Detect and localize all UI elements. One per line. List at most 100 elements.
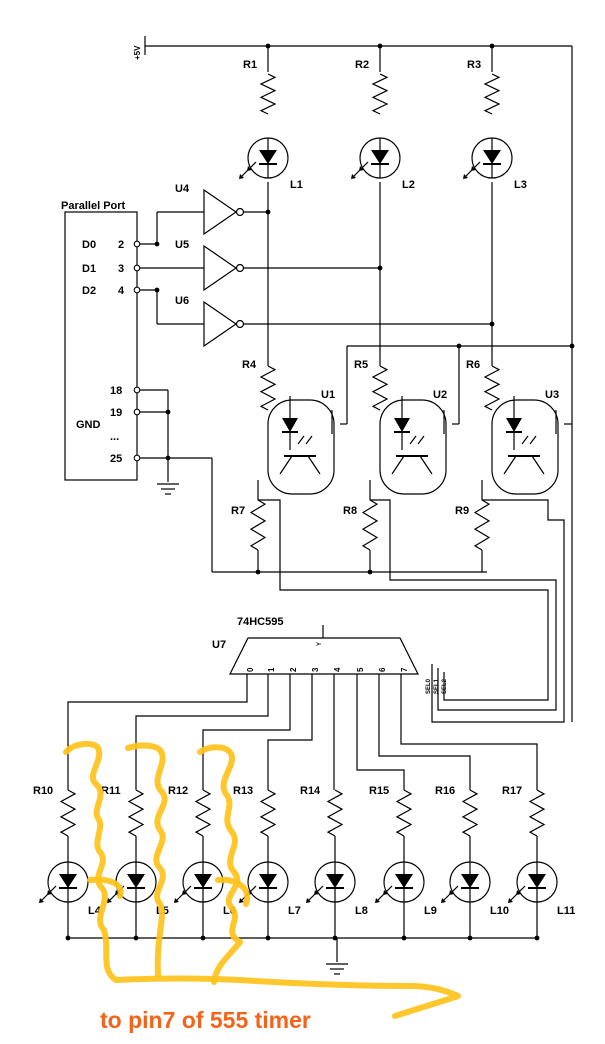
shift-register-output: 0 [246,667,255,672]
resistor-label: R12 [168,785,188,797]
port-pin [133,408,141,416]
junction-dot [489,321,495,327]
shift-register-output: 7 [400,667,409,672]
junction-dot [569,343,575,349]
port-gnd-pin: 19 [110,407,122,419]
resistor-symbol [259,789,277,837]
led-L6 [174,861,224,903]
port-pin-name: D2 [82,285,96,297]
resistor-label: R16 [435,785,455,797]
resistor-symbol [395,789,413,837]
components: +5VR1L1R4U1R7R2L2R5U2R8R3L3R6U3R9U4U5U6P… [33,43,575,975]
led-L2 [351,137,401,179]
junction-dot [367,569,373,575]
resistor-label: R14 [300,785,321,797]
resistor-symbol [259,73,277,115]
inverter-label: U4 [175,183,190,195]
led-L9 [375,861,425,903]
inverter-buffer [203,300,245,348]
port-gnd-pin: 25 [110,453,122,465]
junction-dot [133,935,139,941]
resistor-label: R3 [467,59,481,71]
led-label: L7 [288,905,301,917]
shift-register-output: 1 [267,667,276,672]
junction-dot [265,43,271,49]
led-L10 [441,861,491,903]
junction-dot [65,935,71,941]
led-L4 [39,861,89,903]
inverter-label: U5 [175,239,189,251]
shift-register-y: Y [317,642,323,646]
junction-dot [534,935,540,941]
shift-register-output: 2 [289,667,298,672]
junction-dot [255,569,261,575]
optocoupler [491,396,559,495]
resistor-symbol [371,73,389,115]
junction-dot [154,287,160,293]
resistor-symbol [483,73,501,115]
resistor-label: R8 [343,505,357,517]
ground-symbol [326,963,348,975]
resistor-symbol [371,365,389,411]
resistor-symbol [249,499,267,551]
junction-dot [377,265,383,271]
led-label: L9 [424,905,437,917]
junction-dot [377,43,383,49]
resistor-label: R7 [231,505,245,517]
resistor-label: R13 [233,785,253,797]
parallel-port [64,211,138,481]
optocoupler [379,396,447,495]
shift-register-select: SEL0 [426,678,432,694]
junction-dot [265,935,271,941]
annotation-text: to pin7 of 555 timer [100,1007,311,1033]
resistor-label: R15 [369,785,389,797]
resistor-label: R11 [101,785,121,797]
port-pin [133,286,141,294]
shift-register-select: SEL1 [434,678,440,694]
junction-dot [200,935,206,941]
led-label: L8 [355,905,368,917]
led-label: L1 [290,179,303,191]
port-gnd-pin: 18 [110,385,122,397]
resistor-symbol [473,499,491,551]
led-L11 [508,861,558,903]
resistor-label: R17 [502,785,522,797]
port-pin-number: 4 [118,285,125,297]
led-label: L10 [490,905,509,917]
inverter-buffer [203,244,245,292]
junction-dot [401,935,407,941]
inverter-buffer [203,188,245,236]
port-pin [133,264,141,272]
inverter-label: U6 [175,295,189,307]
resistor-label: R5 [354,359,368,371]
resistor-label: R10 [33,785,53,797]
junction-dot [165,409,171,415]
resistor-symbol [127,789,145,837]
resistor-symbol [194,789,212,837]
supply-label: +5V [133,45,142,60]
junction-dot [467,935,473,941]
output-wire [202,674,291,790]
led-L3 [463,137,513,179]
optocoupler [267,396,335,495]
shift-register-ref: U7 [212,639,226,651]
output-wire [356,674,405,790]
resistor-label: R9 [455,505,469,517]
shift-register-part: 74HC595 [237,616,283,628]
shift-register [229,637,419,675]
port-gnd-label: GND [76,419,101,431]
output-wire [267,674,313,790]
led-L8 [306,861,356,903]
shift-register-output: 3 [311,667,320,672]
led-L1 [239,137,289,179]
resistor-symbol [259,365,277,411]
output-wire [400,674,538,790]
output-wire [378,674,471,790]
shift-register-output: 4 [333,667,342,672]
port-title: Parallel Port [61,200,126,212]
port-pin-number: 3 [118,263,124,275]
resistor-label: R2 [355,59,369,71]
junction-dot [265,209,271,215]
shift-register-output: 5 [356,667,365,672]
resistor-symbol [483,365,501,411]
